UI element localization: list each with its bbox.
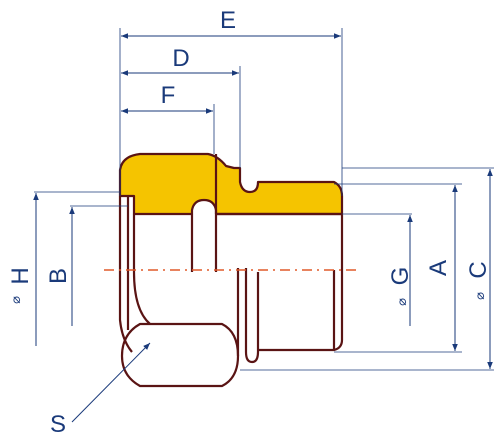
extension-lines xyxy=(34,28,494,371)
fitting-body xyxy=(118,152,344,388)
hex-outline xyxy=(118,196,133,353)
label-G: G xyxy=(387,267,414,286)
label-D: D xyxy=(172,45,189,72)
label-E: E xyxy=(220,7,236,34)
diameter-symbol-C: ⌀ xyxy=(473,292,488,300)
section-hatch xyxy=(118,152,344,216)
hex-bottom xyxy=(120,322,240,388)
dimension-lines xyxy=(33,33,493,423)
label-H: H xyxy=(7,267,34,284)
label-B: B xyxy=(45,268,72,284)
inner-slot xyxy=(190,214,218,272)
diameter-symbol-H: ⌀ xyxy=(9,296,24,304)
leader-line-S xyxy=(71,342,151,423)
bore-curve xyxy=(132,271,151,325)
label-S: S xyxy=(50,411,66,438)
label-F: F xyxy=(161,82,176,109)
label-A: A xyxy=(425,260,452,276)
label-C: C xyxy=(465,261,492,278)
threaded-body xyxy=(236,214,344,364)
diameter-symbol-G: ⌀ xyxy=(395,298,410,306)
